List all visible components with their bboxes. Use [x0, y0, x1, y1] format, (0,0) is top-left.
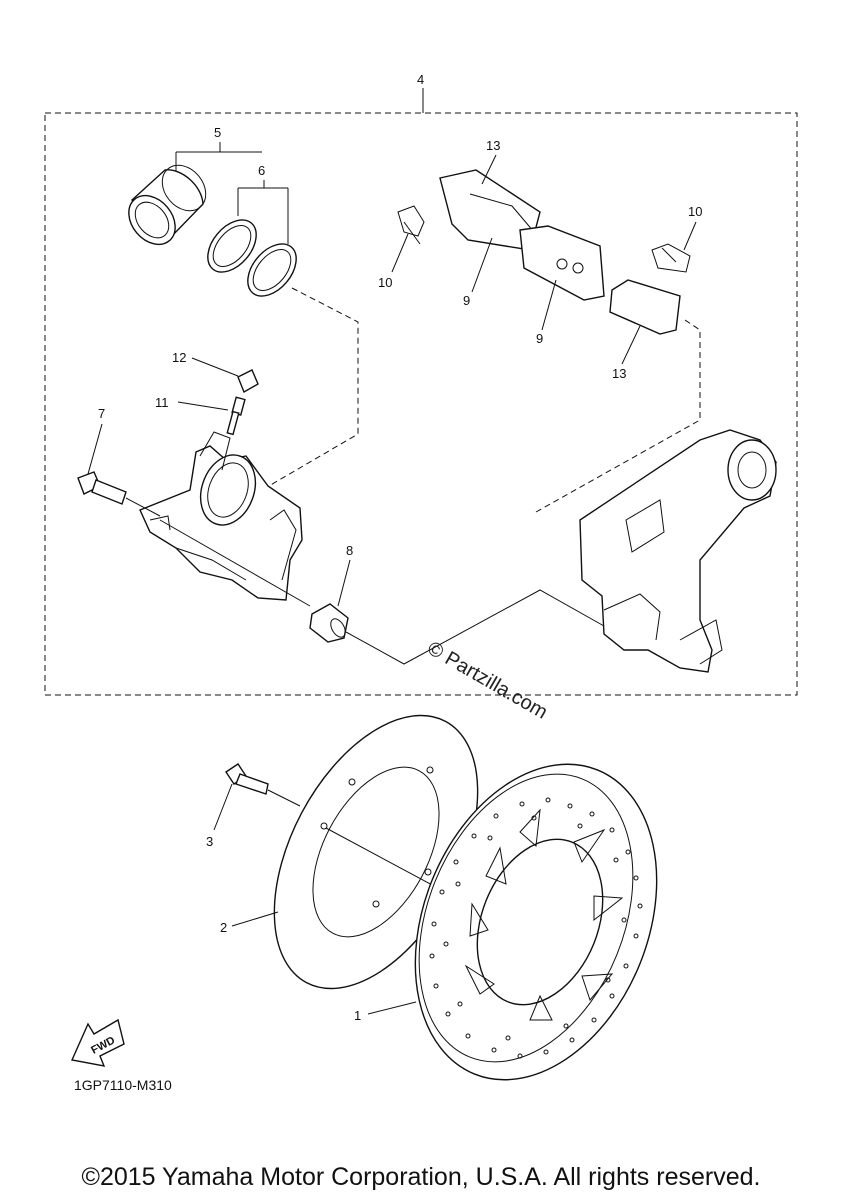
callout-13-bottom: 13: [612, 366, 626, 381]
leader-10-right: [683, 221, 697, 251]
leader-9-right: [541, 279, 557, 331]
boot-axis-line: [345, 589, 605, 665]
callout-8: 8: [346, 543, 353, 558]
brake-pad-right: [519, 225, 605, 301]
callout-12: 12: [172, 350, 186, 365]
brake-disc: [414, 763, 658, 1081]
piston: [128, 164, 207, 246]
callout-6: 6: [258, 163, 265, 178]
diagram-code: 1GP7110-M310: [74, 1077, 172, 1093]
callout-3: 3: [206, 834, 213, 849]
forward-arrow-icon: FWD: [71, 1018, 125, 1067]
callout-1: 1: [354, 1008, 361, 1023]
leader-2: [231, 911, 279, 927]
callout-5: 5: [214, 125, 221, 140]
bleed-screw: [226, 396, 246, 436]
leader-7: [87, 423, 103, 475]
callout-10-right: 10: [688, 204, 702, 219]
callout-7: 7: [98, 406, 105, 421]
caliper-assembly-boundary: [44, 112, 798, 696]
caliper-bracket: [579, 429, 777, 673]
pad-spring-left: [397, 205, 425, 245]
caliper-bolt: [77, 471, 127, 505]
leader-9-left: [471, 237, 493, 293]
callout-9-left: 9: [463, 293, 470, 308]
disc-bolt: [225, 763, 269, 795]
leader-5: [175, 142, 262, 172]
leader-13-top: [481, 154, 497, 185]
leader-13-bottom: [621, 325, 641, 365]
assembly-axis-line: [535, 317, 701, 513]
leader-6: [237, 180, 289, 244]
callout-4: 4: [417, 72, 424, 87]
leader-1: [367, 1001, 417, 1015]
piston-seals: [207, 219, 297, 297]
pad-shim-right: [609, 279, 681, 335]
watermark: © Partzilla.com: [424, 637, 552, 723]
bleed-cap: [237, 369, 259, 394]
copyright-notice: ©2015 Yamaha Motor Corporation, U.S.A. A…: [81, 1163, 761, 1191]
callout-13-top: 13: [486, 138, 500, 153]
leader-11: [177, 401, 229, 411]
caliper-pin-axis: [159, 519, 311, 607]
caliper-body: [139, 431, 303, 601]
piston-axis-line: [261, 287, 359, 491]
slide-pin-boot: [309, 603, 349, 643]
leader-3: [213, 783, 233, 831]
leader-12: [191, 357, 239, 377]
disc-bolt-axis: [267, 789, 301, 807]
callout-10-left: 10: [378, 275, 392, 290]
callout-9-right: 9: [536, 331, 543, 346]
pad-spring-right: [651, 243, 691, 273]
leader-8: [337, 559, 351, 607]
bolt-axis-line: [125, 497, 161, 517]
callout-2: 2: [220, 920, 227, 935]
leader-10-left: [391, 233, 409, 273]
callout-11: 11: [155, 395, 169, 410]
